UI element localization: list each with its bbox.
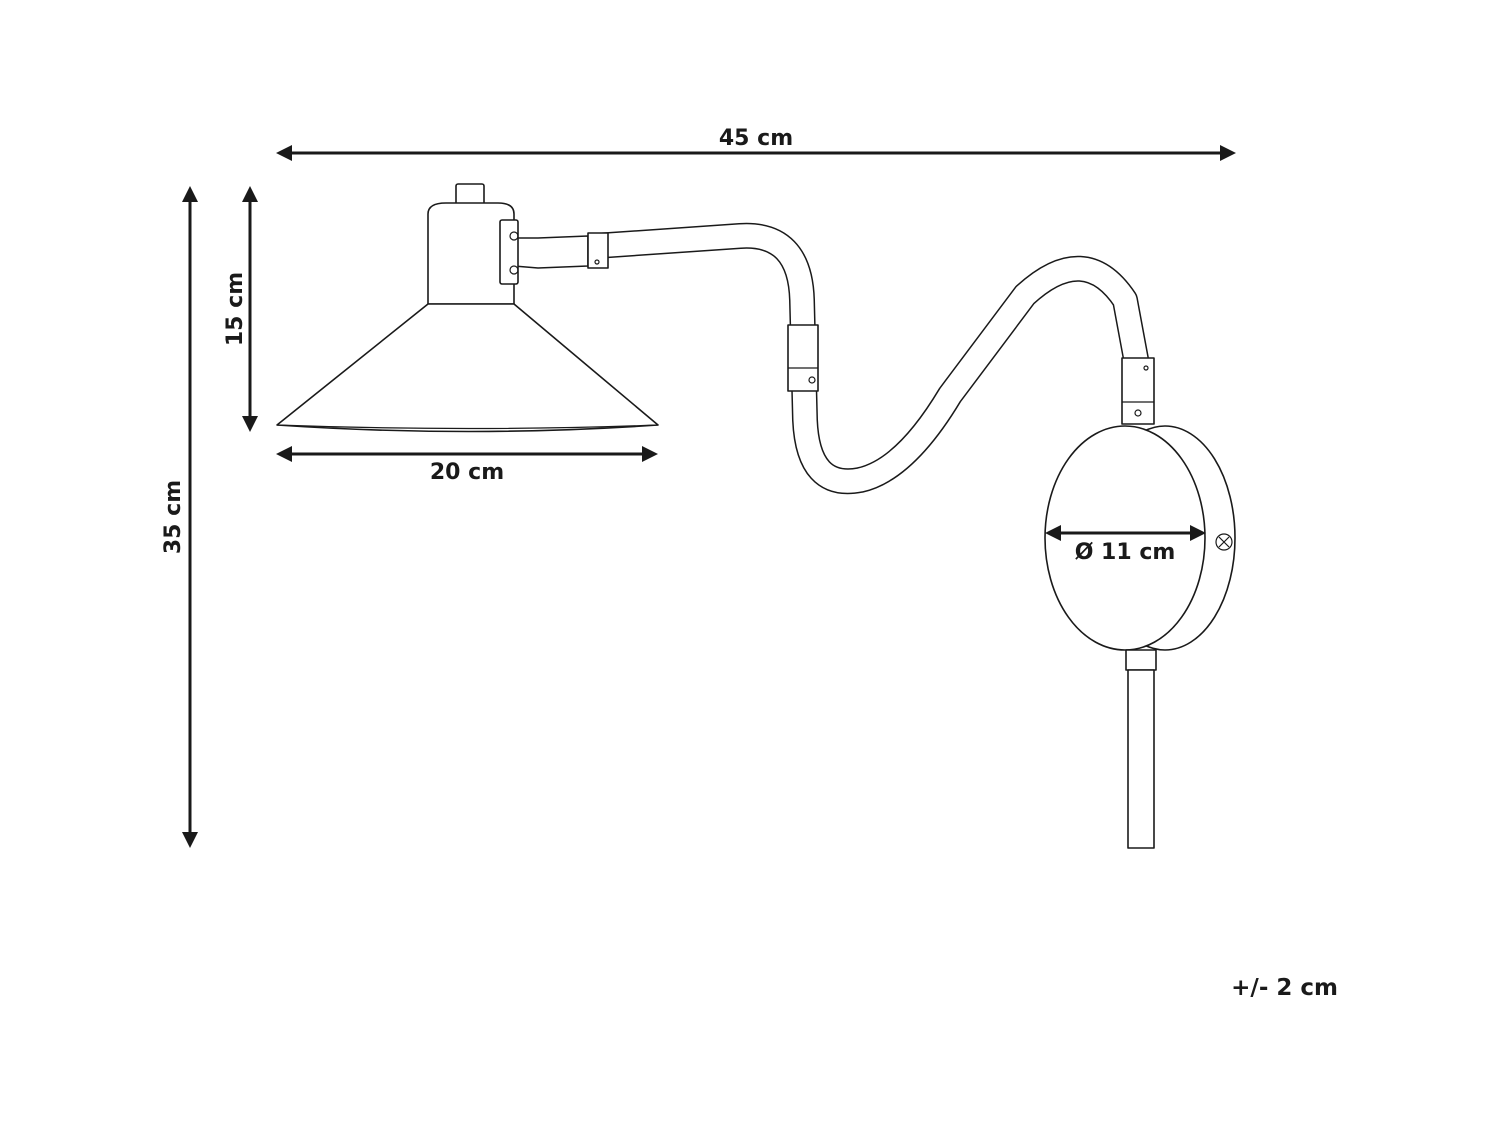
joint-sleeve: [1121, 357, 1155, 425]
arrow-right: [642, 446, 658, 462]
cable-grommet: [1125, 649, 1157, 671]
dimension-base-diameter: Ø 11 cm: [1045, 525, 1206, 565]
screw-icon: [808, 376, 816, 384]
base-front-disc: [1044, 425, 1206, 651]
switch-cross-icon: [1218, 536, 1230, 548]
lamp-shade: [276, 183, 659, 433]
shade-neck: [427, 202, 515, 305]
arrow-left: [1045, 525, 1061, 541]
lamp-drawing: [276, 183, 1236, 849]
power-cable: [1125, 649, 1157, 849]
shade-connector: [513, 232, 609, 269]
connector-rod: [513, 235, 589, 269]
dimension-shade-height: 15 cm: [223, 186, 258, 432]
screw-icon: [1134, 409, 1142, 417]
arrow-down: [242, 416, 258, 432]
shade-rim: [276, 424, 659, 430]
screw-icon: [509, 265, 519, 275]
arrow-right: [1220, 145, 1236, 161]
arm-joint-middle: [787, 324, 819, 392]
label-total-width: 45 cm: [719, 126, 793, 151]
wall-base: [1044, 425, 1236, 651]
shade-bracket: [499, 219, 519, 285]
screw-icon: [594, 259, 600, 265]
arrow-left: [276, 446, 292, 462]
label-base-diameter: Ø 11 cm: [1075, 540, 1176, 565]
screw-icon: [509, 231, 519, 241]
arrow-up: [242, 186, 258, 202]
dimension-total-height: 35 cm: [161, 186, 198, 848]
label-shade-height: 15 cm: [223, 272, 248, 346]
dimension-total-width: 45 cm: [276, 126, 1236, 161]
arm-joint-base: [1121, 357, 1155, 425]
switch-icon: [1215, 533, 1233, 551]
arm-pipe-fill: [594, 224, 1150, 493]
shade-cone: [276, 303, 659, 433]
tolerance-note: +/- 2 cm: [1231, 975, 1338, 1001]
arrow-left: [276, 145, 292, 161]
connector-collar: [587, 232, 609, 269]
joint-sleeve: [787, 324, 819, 392]
arrow-right: [1190, 525, 1206, 541]
arrow-up: [182, 186, 198, 202]
dimension-shade-width: 20 cm: [276, 446, 658, 485]
label-total-height: 35 cm: [161, 480, 186, 554]
screw-icon: [1143, 365, 1149, 371]
arrow-down: [182, 832, 198, 848]
lamp-arm: [594, 222, 1151, 495]
label-shade-width: 20 cm: [430, 460, 504, 485]
cable-cord: [1127, 669, 1155, 849]
